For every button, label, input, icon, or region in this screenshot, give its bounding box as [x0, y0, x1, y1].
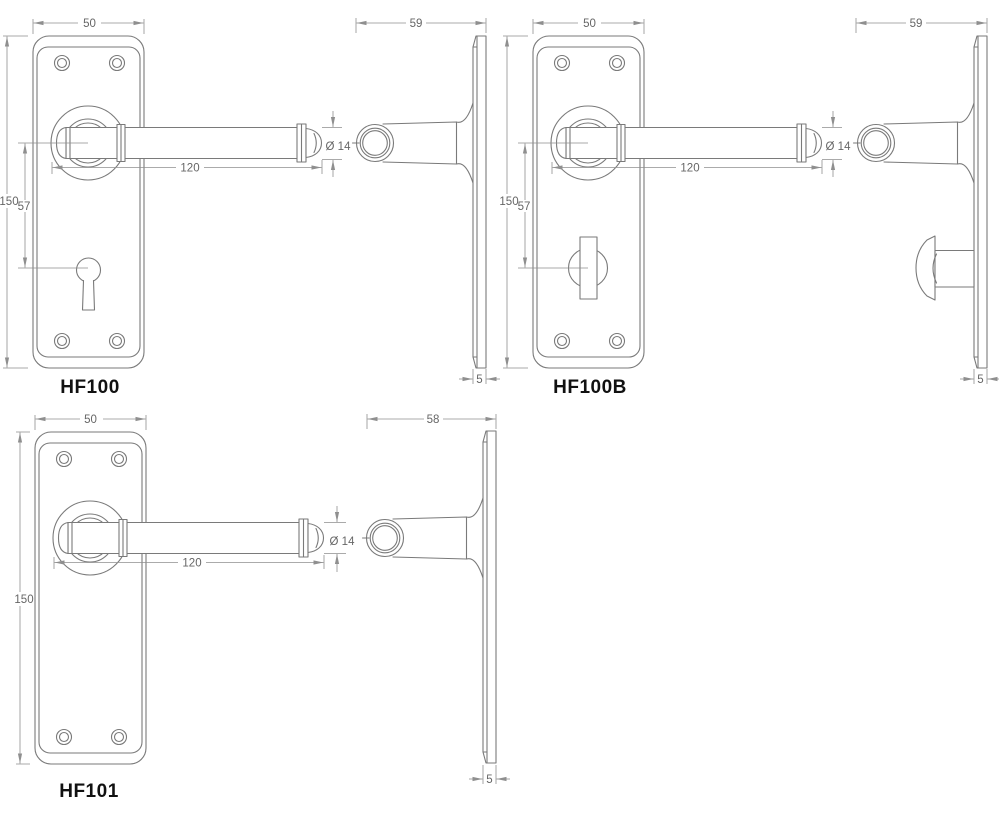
hf101-side-profile: [361, 430, 497, 764]
hf100-side-dimensions: [355, 18, 500, 384]
hf100b-dim-depth: 59: [910, 18, 923, 30]
hf101-dim-height: 150: [14, 594, 33, 606]
thumb-turn-side: [915, 235, 975, 301]
hf100b-side-profile: [852, 35, 988, 369]
hf101-label: HF101: [59, 781, 119, 802]
hf100-dim-lever-length: 120: [180, 163, 199, 175]
hf101-side-view: 58 5: [361, 414, 510, 786]
hf100-backplate: [33, 36, 144, 368]
hf101-front-view: 50 150 120 Ø 14 HF101: [14, 414, 355, 802]
hf100-label: HF100: [60, 377, 120, 398]
hf101-dim-diameter: Ø 14: [330, 536, 356, 548]
hf101-dim-depth: 58: [427, 414, 440, 426]
hf100b-dim-centres: 57: [518, 201, 531, 213]
hf100b-backplate: [533, 36, 644, 368]
hf100-side-profile: [351, 35, 487, 369]
hf100b-dim-lever-length: 120: [680, 163, 699, 175]
hf100b-label: HF100B: [553, 377, 627, 398]
keyhole: [75, 257, 102, 311]
hf100-dim-height: 150: [0, 196, 19, 208]
hf100-dim-depth: 59: [410, 18, 423, 30]
hf100-dim-thickness: 5: [476, 374, 482, 386]
hf101-dim-width: 50: [84, 414, 97, 426]
hf100-front-view: 50 150 57 120 Ø 14 HF100: [0, 18, 351, 398]
hf101-dim-thickness: 5: [486, 774, 492, 786]
hf100b-dim-diameter: Ø 14: [826, 141, 852, 153]
hf100-dim-diameter: Ø 14: [326, 141, 352, 153]
hf100b-front-dimensions: [503, 19, 842, 369]
hf100-front-dimensions: [3, 19, 342, 369]
hf101-front-dimensions: [16, 415, 346, 765]
hf101-dim-lever-length: 120: [182, 558, 201, 570]
hf101-side-dimensions: [366, 414, 510, 784]
hf100b-front-view: 50 150 57 120 Ø 14 HF100B: [499, 18, 851, 398]
hf100b-dim-height: 150: [499, 196, 518, 208]
hf100b-side-view: 59 5: [852, 18, 999, 386]
hf100b-dim-thickness: 5: [977, 374, 983, 386]
hf100-dim-centres: 57: [18, 201, 31, 213]
hf100b-side-dimensions: [855, 18, 999, 384]
hf100b-dim-width: 50: [583, 18, 596, 30]
hf101-backplate: [35, 432, 146, 764]
hf100-side-view: 59 5: [351, 18, 500, 386]
hf100-dim-width: 50: [83, 18, 96, 30]
